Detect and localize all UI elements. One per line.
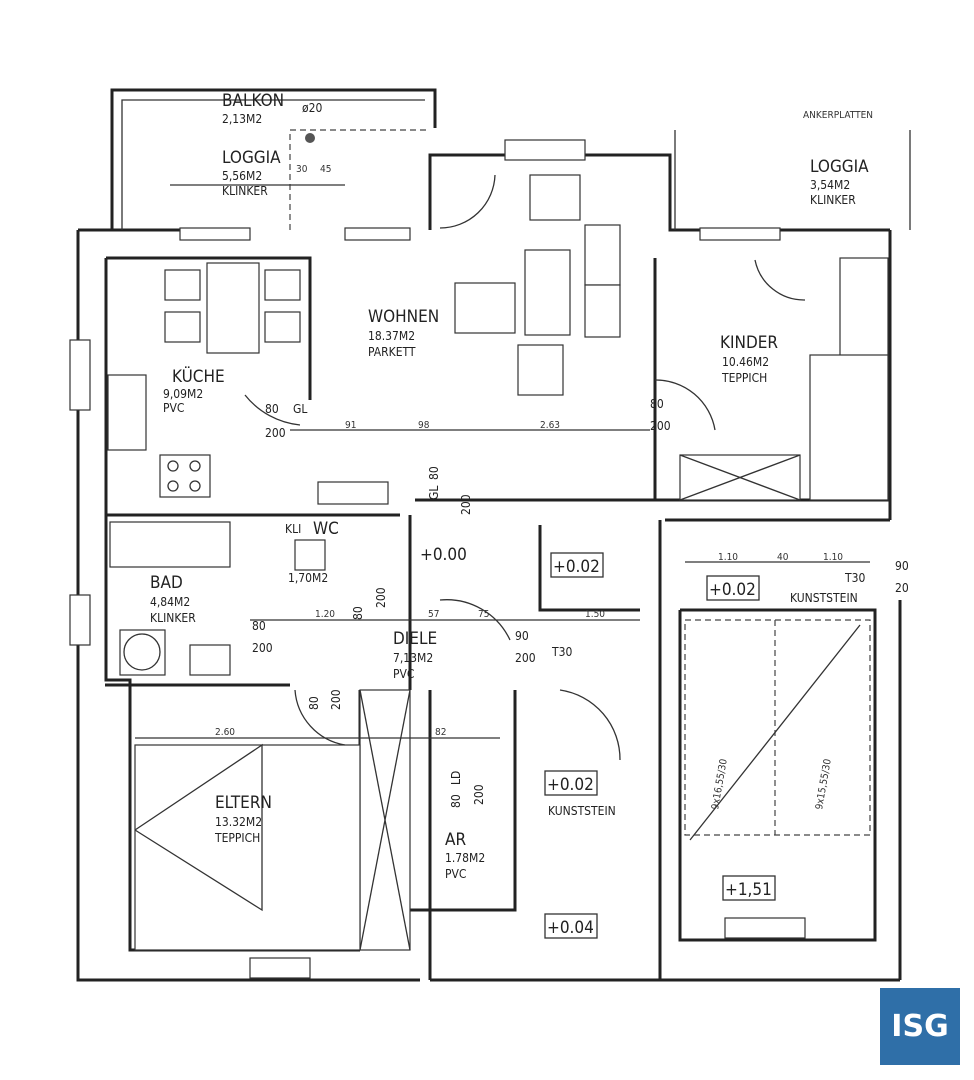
logo-text: ISG — [891, 1009, 949, 1044]
dim: 1.20 — [315, 609, 335, 620]
dim-kinder-door-height: 200 — [650, 419, 671, 433]
room-area-wohnen: 18.37M2 — [368, 329, 415, 343]
room-floor-loggia-2: KLINKER — [810, 193, 856, 207]
note-ankerplatten: ANKERPLATTEN — [803, 110, 873, 121]
room-floor-eltern: TEPPICH — [214, 831, 260, 845]
dim-kinder-door: 80 — [650, 397, 664, 411]
dim-kueche-door: 80 — [265, 402, 279, 416]
room-floor-bad: KLINKER — [150, 611, 196, 625]
dim-wc-door: 80 — [351, 606, 365, 620]
furniture — [107, 174, 889, 951]
room-area-ar: 1.78M2 — [445, 851, 485, 865]
room-area-balkon: 2,13M2 — [222, 112, 262, 126]
dim: 2.60 — [215, 727, 235, 738]
dim-ar-door: 80 — [449, 794, 463, 808]
dim: 91 — [345, 420, 356, 431]
dim: 1.10 — [718, 552, 738, 563]
isg-logo: ISG — [880, 988, 960, 1065]
dim: 1.10 — [823, 552, 843, 563]
room-name-bad: BAD — [150, 573, 183, 593]
room-area-wc: 1,70M2 — [288, 571, 328, 585]
dim-stair-door-height: 20 — [895, 581, 909, 595]
room-name-kinder: KINDER — [720, 333, 778, 353]
room-name-loggia-2: LOGGIA — [810, 157, 869, 177]
dim: 45 — [320, 164, 331, 175]
room-floor-ar: PVC — [445, 867, 466, 881]
room-name-wc: WC — [313, 519, 339, 539]
room-floor-loggia: KLINKER — [222, 184, 268, 198]
note-t30-2: T30 — [844, 571, 865, 585]
balcony-outline — [110, 88, 911, 230]
dim: 75 — [478, 609, 489, 620]
level-marker: +0.00 — [420, 545, 467, 565]
note-o20: ø20 — [302, 101, 322, 115]
dim-bad-door: 80 — [252, 619, 266, 633]
dim-entry-door: 90 — [515, 629, 529, 643]
level-marker: +1,51 — [725, 880, 772, 900]
room-floor-kinder: TEPPICH — [721, 371, 767, 385]
dim-kueche-door-gl: GL — [293, 402, 307, 416]
room-name-wohnen: WOHNEN — [368, 307, 439, 327]
room-name-ar: AR — [445, 830, 466, 850]
note-t30-1: T30 — [551, 645, 572, 659]
room-area-kueche: 9,09M2 — [163, 387, 203, 401]
doors — [244, 174, 806, 761]
dim-diele-door-height: 200 — [459, 494, 473, 515]
dim: 57 — [428, 609, 439, 620]
dim-eltern-door: 80 — [307, 696, 321, 710]
note-kunststein-1: KUNSTSTEIN — [548, 804, 616, 818]
dim-diele-door-gl: GL — [427, 486, 441, 500]
dim-bad-door-height: 200 — [252, 641, 273, 655]
level-marker: +0.02 — [553, 557, 600, 577]
level-marker: +0.02 — [547, 775, 594, 795]
staircase — [684, 619, 871, 841]
note-kunststein-2: KUNSTSTEIN — [790, 591, 858, 605]
room-area-loggia-2: 3,54M2 — [810, 178, 850, 192]
dim-entry-door-height: 200 — [515, 651, 536, 665]
dim-kueche-door-height: 200 — [265, 426, 286, 440]
dim: 2.63 — [540, 420, 560, 431]
dim-stair-door: 90 — [895, 559, 909, 573]
dim: 1.50 — [585, 609, 605, 620]
dim-ar-door-height: 200 — [472, 784, 486, 805]
room-area-kinder: 10.46M2 — [722, 355, 769, 369]
dim-ar-door-ld: LD — [449, 771, 463, 785]
level-marker: +0.04 — [547, 918, 594, 938]
room-area-bad: 4,84M2 — [150, 595, 190, 609]
windows — [69, 139, 806, 979]
dim-diele-door: 80 — [427, 466, 441, 480]
room-name-loggia: LOGGIA — [222, 148, 281, 168]
room-floor-diele: PVC — [393, 667, 414, 681]
dim: 98 — [418, 420, 430, 431]
stair-flight-label: 9x15,55/30 — [814, 758, 834, 811]
wc-kli-label: KLI — [285, 522, 301, 536]
room-floor-wohnen: PARKETT — [368, 345, 416, 359]
stair-flight-label: 9x16,55/30 — [710, 758, 730, 811]
room-name-diele: DIELE — [393, 629, 437, 649]
level-marker: +0.02 — [709, 580, 756, 600]
room-name-eltern: ELTERN — [215, 793, 272, 813]
dim-eltern-door-height: 200 — [329, 689, 343, 710]
dim: 82 — [435, 727, 446, 738]
dim: 40 — [777, 552, 789, 563]
room-name-kueche: KÜCHE — [172, 365, 225, 387]
dim-wc-door-height: 200 — [374, 587, 388, 608]
room-floor-kueche: PVC — [163, 401, 184, 415]
dim: 30 — [296, 164, 308, 175]
room-name-balkon: BALKON — [222, 91, 284, 111]
dimension-lines — [135, 184, 870, 739]
room-area-eltern: 13.32M2 — [215, 815, 262, 829]
room-area-loggia: 5,56M2 — [222, 169, 262, 183]
room-area-diele: 7,13M2 — [393, 651, 433, 665]
